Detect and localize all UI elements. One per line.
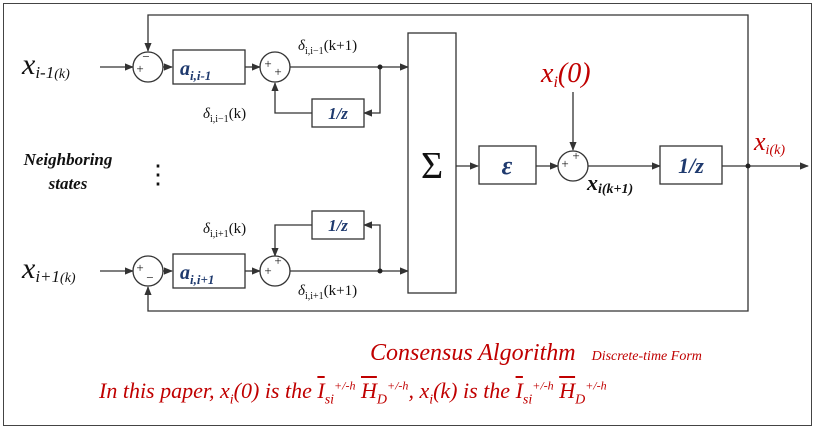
caption-x0: xi(0) [220,378,260,408]
delta-bottom: δi,i+1(k) [203,221,246,240]
wire-top-output-feedback [144,14,749,166]
wire-top-delay-return [271,82,312,114]
delay-top-label: 1/z [328,104,348,123]
neighbors-dots: ⋮ [145,160,171,189]
sum-top-acc [259,51,291,83]
sign-bottom-acc-1: + [274,253,281,268]
x-next-label: xi(k+1) [586,170,633,197]
sigma-block [407,32,457,294]
wire-bottom-feedback [363,221,381,271]
junction-output [745,163,751,169]
input-bottom-label: xi+1(k) [21,252,76,286]
sign-top-acc-0: + [264,56,271,71]
delta-top: δi,i−1(k) [203,106,246,125]
wire-top-feedback [363,67,381,117]
caption-prefix: In this paper, [99,378,220,403]
caption-title-line: Consensus Algorithm Discrete-time Form [370,340,702,367]
gain-bottom-label: ai,i+1 [180,262,214,287]
sum-output [557,150,589,182]
caption-I-2: Isi+/-h [515,378,554,408]
caption-I-1: Isi+/-h [317,378,356,408]
gain-block-bottom [172,253,246,289]
caption-subtitle: Discrete-time Form [591,349,702,364]
epsilon-symbol: ε [502,151,513,180]
delay-out-label: 1/z [678,153,704,178]
x-out-label: xi(k) [753,127,785,158]
sign-bottom-in-0: + [136,260,143,275]
junction-top [377,64,383,70]
input-top-label: xi-1(k) [21,48,70,82]
sum-top-input [132,51,164,83]
sum-bottom-input [132,255,164,287]
caption-H-2: HD+/-h [559,378,607,408]
sigma-symbol: Σ [421,145,443,187]
sum-bottom-acc [259,255,291,287]
delay-block-out [659,145,723,185]
caption-title: Consensus Algorithm [370,340,576,366]
wire-bottom-delay-return [271,224,312,257]
delay-block-top [311,98,365,128]
sign-top-acc-1: + [274,64,281,79]
diagram-border [3,3,812,426]
delay-block-bottom [311,210,365,240]
caption-xk: xi(k) [419,378,458,408]
sign-out-1: + [572,148,579,163]
delta-bottom-next: δi,i+1(k+1) [298,283,357,302]
sign-out-0: + [561,156,568,171]
junction-bottom [377,268,383,274]
sign-top-in-1: + [136,61,143,76]
epsilon-block [478,145,537,185]
delta-top-next: δi,i−1(k+1) [298,38,357,57]
neighbors-line-2: states [48,174,88,193]
sign-bottom-acc-0: + [264,263,271,278]
wire-bottom-output-feedback [144,166,749,312]
sign-bottom-in-1: − [146,270,153,285]
caption-is-the-1: is the [259,378,318,403]
neighbors-line-1: Neighboring [23,150,113,169]
caption-sep: , [408,378,420,403]
caption-definition-line: In this paper, xi(0) is the Isi+/-h HD+/… [99,378,607,408]
sign-top-in-0: − [142,49,149,64]
caption-is-the-2: is the [457,378,516,403]
caption-H-1: HD+/-h [360,378,409,408]
x-init-label: xi(0) [540,58,591,91]
gain-top-label: ai,i-1 [180,58,211,83]
delay-bottom-label: 1/z [328,216,348,235]
gain-block-top [172,49,246,85]
